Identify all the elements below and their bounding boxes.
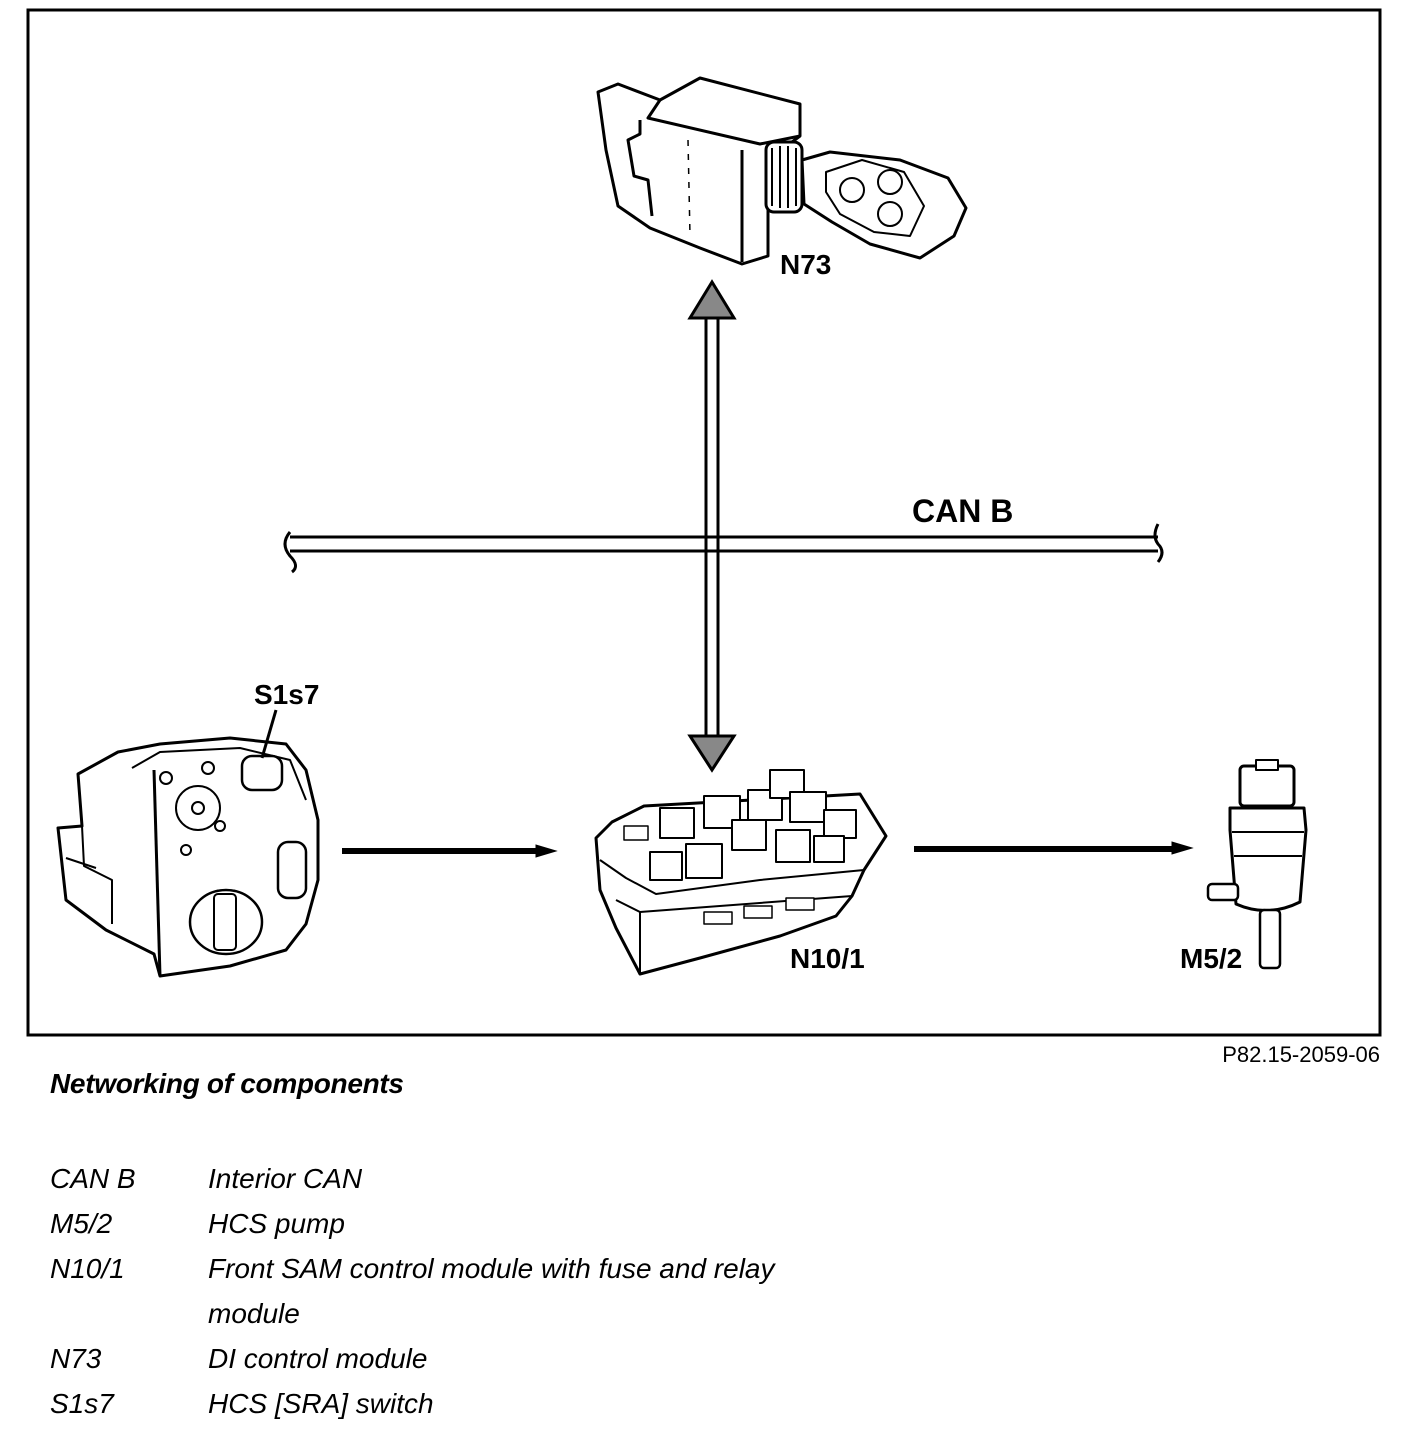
ignition-switch-icon xyxy=(596,76,968,266)
legend-table: CAN B Interior CAN M5/2 HCS pump N10/1 F… xyxy=(50,1156,850,1426)
legend-row: S1s7 HCS [SRA] switch xyxy=(50,1381,850,1426)
legend-abbr: N10/1 xyxy=(50,1253,125,1284)
legend-row: N73 DI control module xyxy=(50,1336,850,1381)
networking-diagram: N73 CAN B S1s7 xyxy=(26,8,1382,1037)
legend-abbr: N73 xyxy=(50,1343,102,1374)
legend-desc: DI control module xyxy=(208,1343,428,1374)
legend-desc: Interior CAN xyxy=(208,1163,363,1194)
signal-arrow-switch-to-sam xyxy=(342,844,558,858)
legend-abbr: M5/2 xyxy=(50,1208,113,1239)
legend-abbr: CAN B xyxy=(50,1163,136,1194)
pump-icon xyxy=(1206,759,1308,970)
label-n73: N73 xyxy=(780,249,831,280)
fuse-relay-box-icon xyxy=(594,769,888,976)
figure-caption: Networking of components xyxy=(50,1068,404,1099)
legend-row: M5/2 HCS pump xyxy=(50,1201,850,1246)
can-link-arrow xyxy=(687,279,737,773)
figure-reference: P82.15-2059-06 xyxy=(1222,1042,1380,1067)
legend-row: CAN B Interior CAN xyxy=(50,1156,850,1201)
label-can-b: CAN B xyxy=(912,493,1013,529)
label-s1s7: S1s7 xyxy=(254,679,319,710)
light-switch-icon xyxy=(56,736,320,978)
diagram-frame xyxy=(26,8,1382,1037)
label-m5-2: M5/2 xyxy=(1180,943,1242,974)
legend-desc: Front SAM control module with fuse and r… xyxy=(208,1253,775,1329)
legend-desc: HCS [SRA] switch xyxy=(208,1388,434,1419)
legend-row: N10/1 Front SAM control module with fuse… xyxy=(50,1246,850,1336)
label-n10-1: N10/1 xyxy=(790,943,865,974)
legend-desc: HCS pump xyxy=(208,1208,345,1239)
signal-arrow-sam-to-pump xyxy=(914,841,1194,855)
legend-abbr: S1s7 xyxy=(50,1388,114,1419)
s1s7-leader-line xyxy=(260,709,278,759)
can-b-bus-line xyxy=(283,523,1164,574)
